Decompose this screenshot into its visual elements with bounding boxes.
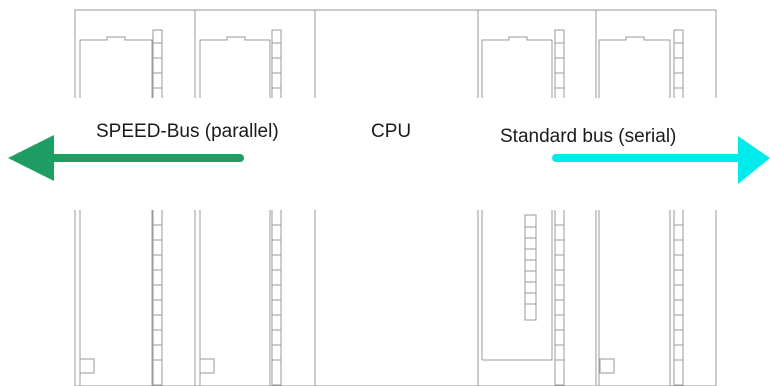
- cpu-label: CPU: [371, 121, 412, 142]
- led-column: [272, 224, 281, 361]
- led-column: [555, 224, 564, 361]
- led-column: [674, 224, 683, 361]
- standard-bus-arrow: [552, 136, 770, 184]
- module-slot: [599, 358, 615, 374]
- standard-bus-label: Standard bus (serial): [500, 126, 677, 147]
- speed-bus-label: SPEED-Bus (parallel): [96, 121, 279, 142]
- terminal-strip: [524, 214, 537, 321]
- led-column: [153, 224, 162, 361]
- module-slot: [79, 358, 95, 374]
- speed-bus-arrow: [8, 135, 244, 181]
- module-slot: [199, 358, 215, 374]
